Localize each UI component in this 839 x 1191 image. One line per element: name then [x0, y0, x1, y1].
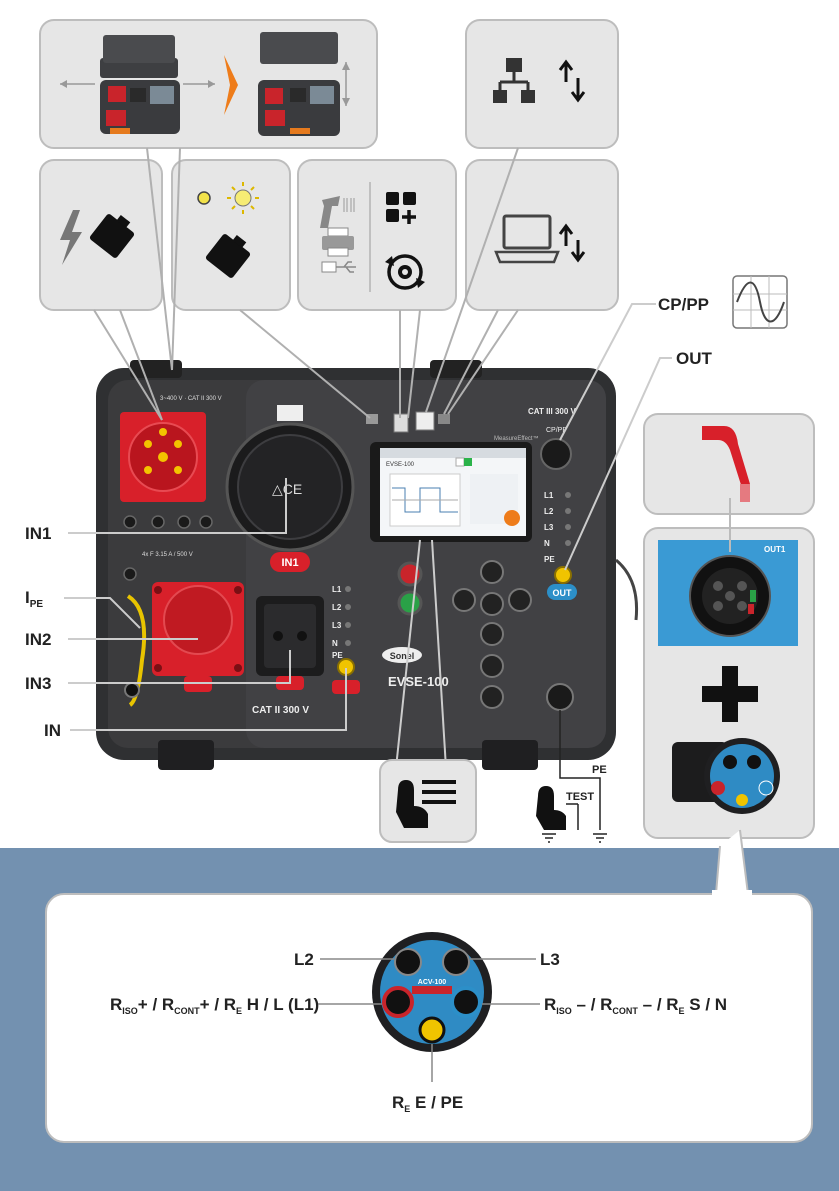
svg-text:ACV-100: ACV-100: [418, 979, 447, 986]
svg-text:L1: L1: [544, 491, 554, 500]
phase-l3: L3: [332, 621, 342, 630]
svg-text:OUT: OUT: [553, 588, 573, 598]
phase-n: N: [332, 639, 338, 648]
label-ipe: IPE: [25, 588, 43, 610]
label-in: IN: [44, 721, 61, 740]
svg-text:Sonel: Sonel: [390, 651, 415, 661]
label-adapter-left: RISO+ / RCONT+ / RE H / L (L1): [110, 995, 319, 1016]
phase-l1: L1: [332, 585, 342, 594]
svg-text:PE: PE: [544, 555, 555, 564]
waveform-icon: [733, 276, 787, 328]
svg-text:3~400 V · CAT II 300 V: 3~400 V · CAT II 300 V: [160, 396, 222, 402]
adapter-badge: OUT1: [764, 545, 786, 554]
in1-power-socket: [120, 412, 206, 502]
callout-case-opening: [40, 20, 377, 148]
in2-power-socket: [152, 582, 244, 692]
svg-text:IN1: IN1: [281, 557, 298, 569]
svg-text:N: N: [544, 539, 550, 548]
green-jack: [399, 592, 421, 614]
label-adapter-l2: L2: [294, 950, 314, 969]
cat-label-cp: CAT III 300 V: [528, 407, 577, 416]
cat-label-main: CAT II 300 V: [252, 705, 309, 716]
out-jack: [555, 567, 571, 583]
out-badge: OUT: [547, 584, 577, 600]
label-pe: PE: [592, 764, 607, 776]
callout-light: [172, 160, 290, 310]
label-out: OUT: [676, 349, 713, 368]
svg-text:△CE: △CE: [272, 481, 302, 497]
label-adapter-l3: L3: [540, 950, 560, 969]
svg-text:MeasureEffect™: MeasureEffect™: [494, 435, 539, 442]
svg-text:L2: L2: [544, 507, 554, 516]
svg-text:EVSE-100: EVSE-100: [386, 462, 415, 468]
svg-text:4x F 3.15 A / 500 V: 4x F 3.15 A / 500 V: [142, 552, 193, 558]
label-cp-pp: CP/PP: [658, 295, 709, 314]
label-test: TEST: [566, 791, 594, 803]
cp-pp-socket: [541, 439, 571, 469]
test-button-socket: [547, 684, 573, 710]
led-icon: [198, 192, 210, 204]
label-in3: IN3: [25, 674, 51, 693]
callout-peripherals: [298, 160, 456, 310]
phase-l2: L2: [332, 603, 342, 612]
label-in2: IN2: [25, 630, 51, 649]
in1-badge: IN1: [270, 552, 310, 572]
pe-socket-label: PE: [332, 651, 343, 660]
svg-text:L3: L3: [544, 523, 554, 532]
callout-power: [40, 160, 162, 310]
callout-network: [466, 20, 618, 148]
adapter-pinout: ACV-100: [372, 932, 492, 1052]
label-adapter-bottom: RE E / PE: [392, 1093, 463, 1114]
touch-screen[interactable]: EVSE-100: [370, 442, 532, 542]
touch-test-icon: [536, 786, 566, 830]
brand-logo: Sonel: [382, 647, 422, 663]
ground-icon: [542, 834, 607, 842]
callout-pc: [466, 160, 618, 310]
callout-adapter: OUT1: [644, 498, 814, 838]
label-in1: IN1: [25, 524, 51, 543]
